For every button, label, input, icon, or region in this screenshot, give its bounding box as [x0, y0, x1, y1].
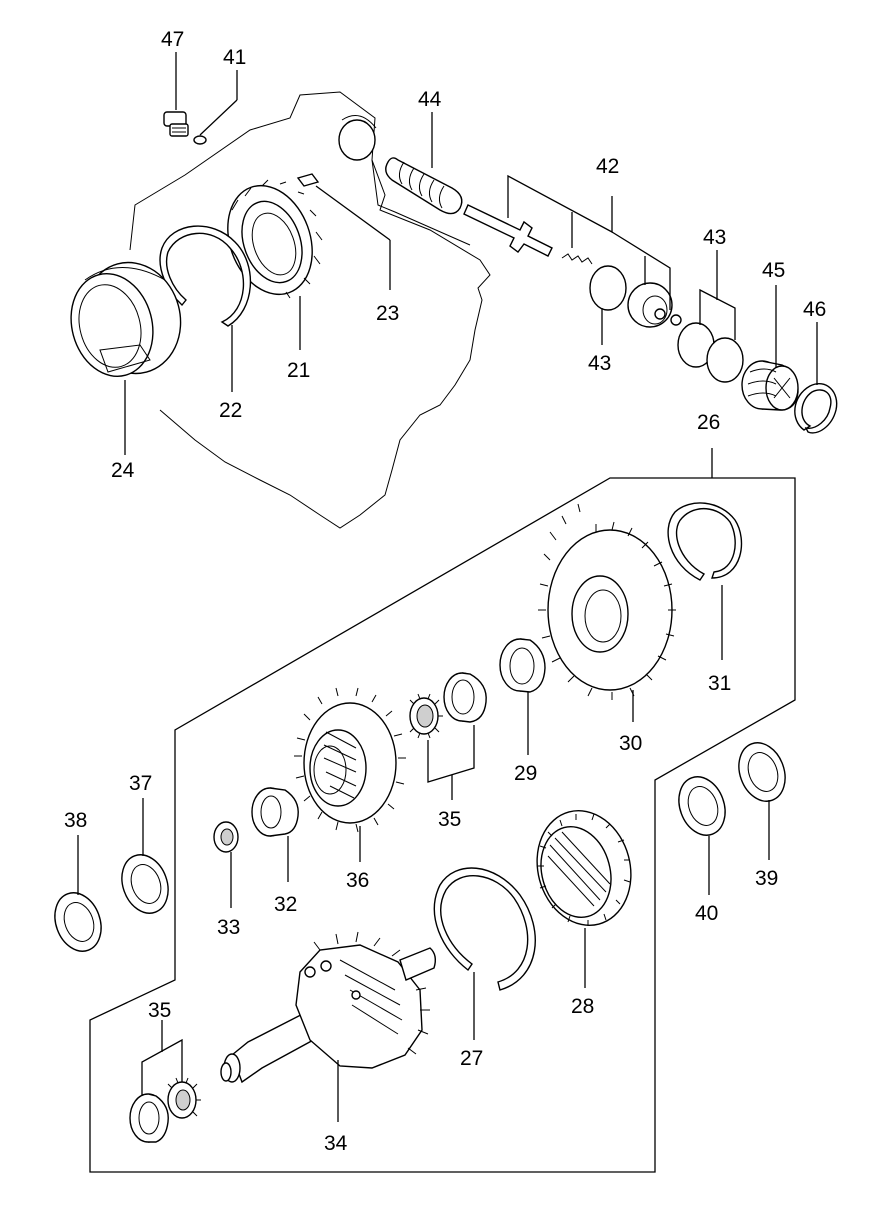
part-31-snap-ring	[667, 502, 743, 581]
label-32: 32	[274, 893, 297, 916]
part-42-detent-assembly	[463, 204, 682, 328]
part-47-plug	[163, 111, 189, 137]
label-43-a: 43	[588, 352, 611, 375]
label-46: 46	[803, 298, 826, 321]
part-35-bearing-upper	[409, 693, 443, 739]
label-34: 34	[324, 1132, 348, 1155]
label-21: 21	[287, 359, 310, 382]
label-26: 26	[697, 411, 720, 434]
part-40-thrust-washer	[678, 776, 726, 836]
label-43-b: 43	[703, 226, 726, 249]
part-36-gear	[294, 687, 406, 833]
label-39: 39	[755, 867, 778, 890]
label-35-a: 35	[438, 808, 461, 831]
part-24-synchro-sleeve	[70, 261, 182, 377]
label-22: 22	[219, 399, 242, 422]
label-35-b: 35	[148, 999, 171, 1022]
part-41-o-ring	[193, 135, 207, 145]
part-35-race-lower	[129, 1093, 169, 1143]
part-39-thrust-washer	[738, 742, 786, 802]
label-38: 38	[64, 809, 87, 832]
label-44: 44	[418, 88, 442, 111]
label-33: 33	[217, 916, 240, 939]
label-28: 28	[571, 995, 594, 1018]
part-27-snap-ring	[433, 867, 536, 991]
part-35-race-upper	[443, 672, 487, 723]
label-42: 42	[596, 155, 619, 178]
label-23: 23	[376, 302, 399, 325]
part-43-o-ring-pair	[677, 322, 744, 383]
label-31: 31	[708, 672, 731, 695]
part-38-thrust-washer	[54, 892, 102, 952]
part-33-bearing	[213, 821, 239, 853]
label-29: 29	[514, 762, 537, 785]
label-45: 45	[762, 259, 785, 282]
label-30: 30	[619, 732, 642, 755]
part-37-thrust-washer	[121, 854, 169, 914]
assembly-26-boundary	[89, 448, 796, 1173]
part-23-key	[296, 173, 320, 187]
part-32-collar	[251, 787, 299, 837]
part-43-o-ring-single	[589, 265, 627, 311]
label-37: 37	[129, 772, 152, 795]
label-24: 24	[111, 459, 135, 482]
part-29-needle-bearing	[499, 638, 546, 693]
part-22-snap-ring	[159, 225, 252, 327]
part-35-bearing-lower	[167, 1077, 201, 1119]
part-46-snap-ring	[794, 383, 838, 434]
label-40: 40	[695, 902, 718, 925]
label-47: 47	[161, 28, 184, 51]
label-41: 41	[223, 46, 246, 69]
label-36: 36	[346, 869, 369, 892]
part-44-spring	[385, 157, 463, 215]
transmission-housing-outline	[129, 91, 491, 529]
part-30-driven-gear	[538, 503, 676, 700]
part-45-plug	[741, 360, 799, 411]
part-28-ring-gear	[536, 810, 632, 926]
part-34-counter-shaft	[220, 931, 437, 1084]
label-27: 27	[460, 1047, 483, 1070]
